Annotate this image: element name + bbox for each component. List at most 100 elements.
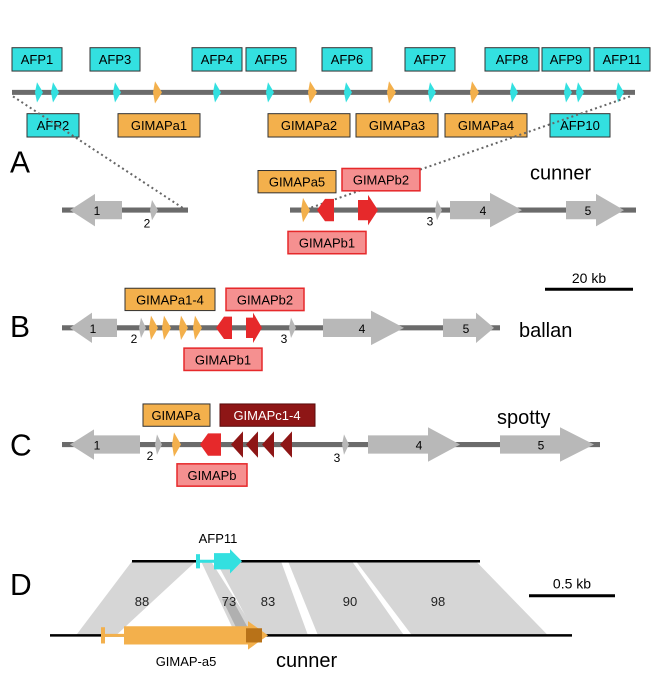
gimapa3-label: GIMAPa3 xyxy=(369,118,425,133)
cunner-gene-5-label: 5 xyxy=(585,204,592,218)
panel-a-letter: A xyxy=(10,146,31,179)
gimapa-marker-2 xyxy=(308,81,317,104)
panel-d: D AFP11 GIMAP-a5 cunner 8 xyxy=(10,531,615,672)
afp11-marker xyxy=(616,82,624,103)
spotty-gimapc-marker-2 xyxy=(246,431,258,458)
homology-block-88 xyxy=(76,561,196,636)
gimap-a5-exon-1 xyxy=(101,627,105,644)
gimapa2-box xyxy=(267,113,351,138)
afp4-box xyxy=(191,47,243,72)
afp3-box xyxy=(89,47,141,72)
spotty-gene-1-label: 1 xyxy=(94,439,101,453)
afp6-label: AFP6 xyxy=(331,52,363,67)
ballan-gimapa-marker-4 xyxy=(193,315,202,341)
gimap-a5-overlap xyxy=(246,628,262,643)
spotty-gene-3-label: 3 xyxy=(334,451,341,465)
afp11-label: AFP11 xyxy=(603,52,642,67)
ballan-gimapb2-box xyxy=(225,287,305,312)
afp11-exon-2 xyxy=(214,549,242,574)
ballan-gene-3-label: 3 xyxy=(281,332,288,346)
afp2-label: AFP2 xyxy=(37,118,69,133)
cunner-gene-5 xyxy=(566,193,624,227)
ballan-gimapb1-box xyxy=(183,347,263,372)
afp8-marker xyxy=(510,82,518,103)
afp11-gene-model: AFP11 xyxy=(196,531,242,574)
homology-block-98 xyxy=(356,561,548,636)
afp-gene-markers xyxy=(35,82,624,103)
cunner-gimapa5-box xyxy=(257,170,337,194)
afp4-label: AFP4 xyxy=(201,52,233,67)
afp11-box xyxy=(593,47,651,72)
spotty-gene-1 xyxy=(70,429,140,460)
cunner-gimapb1-label: GIMAPb1 xyxy=(299,236,355,251)
homology-block-90 xyxy=(288,561,404,636)
panel-b-letter: B xyxy=(10,311,30,344)
afp10-label: AFP10 xyxy=(560,118,600,133)
afp4-marker xyxy=(213,82,221,103)
gimapa-marker-4 xyxy=(470,81,479,104)
panel-b: B ballan 1 2 3 4 5 GIMAPa1-4 GIMAPb2 GIM… xyxy=(10,287,572,372)
homology-block-73 xyxy=(201,561,258,636)
gimapa-gene-markers xyxy=(153,81,479,104)
afp9-label: AFP9 xyxy=(550,52,582,67)
ballan-gimapb2-marker xyxy=(246,312,262,344)
gimap-a5-gene-model: GIMAP-a5 xyxy=(101,621,268,669)
ballan-gene-2 xyxy=(139,317,146,338)
afp11-d-label: AFP11 xyxy=(199,531,238,546)
panel-c: C spotty 1 2 3 4 5 GIMAPa GIMAPc1-4 GIMA… xyxy=(10,403,600,487)
ballan-gene-1 xyxy=(70,312,117,344)
cunner-gimapb2-box xyxy=(341,167,421,192)
panel-a: A cunner 1 2 3 4 5 GIMAPa5 GIMAPb2 GIMAP… xyxy=(10,146,636,291)
ballan-gene-3 xyxy=(289,317,296,338)
ballan-gimapa-box xyxy=(124,287,216,312)
cunner-gene-2 xyxy=(150,199,158,221)
cunner-gene-1-label: 1 xyxy=(94,204,101,218)
afp11-exon-1 xyxy=(196,554,200,569)
cunner-gene-4 xyxy=(450,192,522,228)
gimapa4-box xyxy=(444,113,528,138)
afp7-marker xyxy=(428,82,436,103)
cunner-gimapa5-label: GIMAPa5 xyxy=(269,175,325,190)
afp2-box xyxy=(26,113,80,138)
ballan-gimapa-marker-2 xyxy=(162,315,171,341)
ballan-gene-2-label: 2 xyxy=(131,332,138,346)
spotty-species-label: spotty xyxy=(497,407,551,429)
afp6-marker xyxy=(344,82,352,103)
cunner-gene-1 xyxy=(70,193,122,227)
gimapa4-label: GIMAPa4 xyxy=(458,118,514,133)
ballan-gimapa-label: GIMAPa1-4 xyxy=(136,292,204,307)
spotty-gimapc-label: GIMAPc1-4 xyxy=(233,408,300,423)
cunner-gimapa5-marker xyxy=(301,197,310,223)
ballan-species-label: ballan xyxy=(519,320,572,342)
cunner-gene-3-label: 3 xyxy=(427,214,434,228)
gimapa2-label: GIMAPa2 xyxy=(281,118,337,133)
cunner-d-species-label: cunner xyxy=(276,650,337,672)
afp10-marker xyxy=(576,82,584,103)
ballan-gimapa-marker-3 xyxy=(179,315,188,341)
spotty-gimapc-box xyxy=(219,403,316,427)
afp-cluster: AFP1 AFP3 AFP4 AFP5 AFP6 AFP7 AFP8 AFP9 … xyxy=(11,47,651,212)
spotty-gimapc-marker-1 xyxy=(231,431,243,458)
cunner-gimapb1-box xyxy=(287,230,367,255)
gimapa1-label: GIMAPa1 xyxy=(131,118,187,133)
ballan-gene-4-label: 4 xyxy=(359,322,366,336)
identity-90: 90 xyxy=(343,594,357,609)
gimapa1-box xyxy=(117,113,201,138)
spotty-gene-5-label: 5 xyxy=(538,439,545,453)
ballan-gimapb1-marker xyxy=(216,316,232,339)
cunner-gene-4-label: 4 xyxy=(480,204,487,218)
afp9-marker xyxy=(564,82,572,103)
ballan-gene-5 xyxy=(443,312,494,344)
cunner-gimapb2-label: GIMAPb2 xyxy=(353,173,409,188)
gimapa-marker-3 xyxy=(387,81,396,104)
ballan-gene-4 xyxy=(323,310,404,346)
afp3-marker xyxy=(113,82,121,103)
afp8-box xyxy=(484,47,540,72)
cunner-gimapb2-marker xyxy=(358,194,378,226)
cunner-gimapb1-marker xyxy=(317,198,334,222)
ballan-gene-5-label: 5 xyxy=(463,322,470,336)
spotty-gimapb-label: GIMAPb xyxy=(187,468,236,483)
ballan-gene-1-label: 1 xyxy=(90,322,97,336)
afp3-label: AFP3 xyxy=(99,52,131,67)
